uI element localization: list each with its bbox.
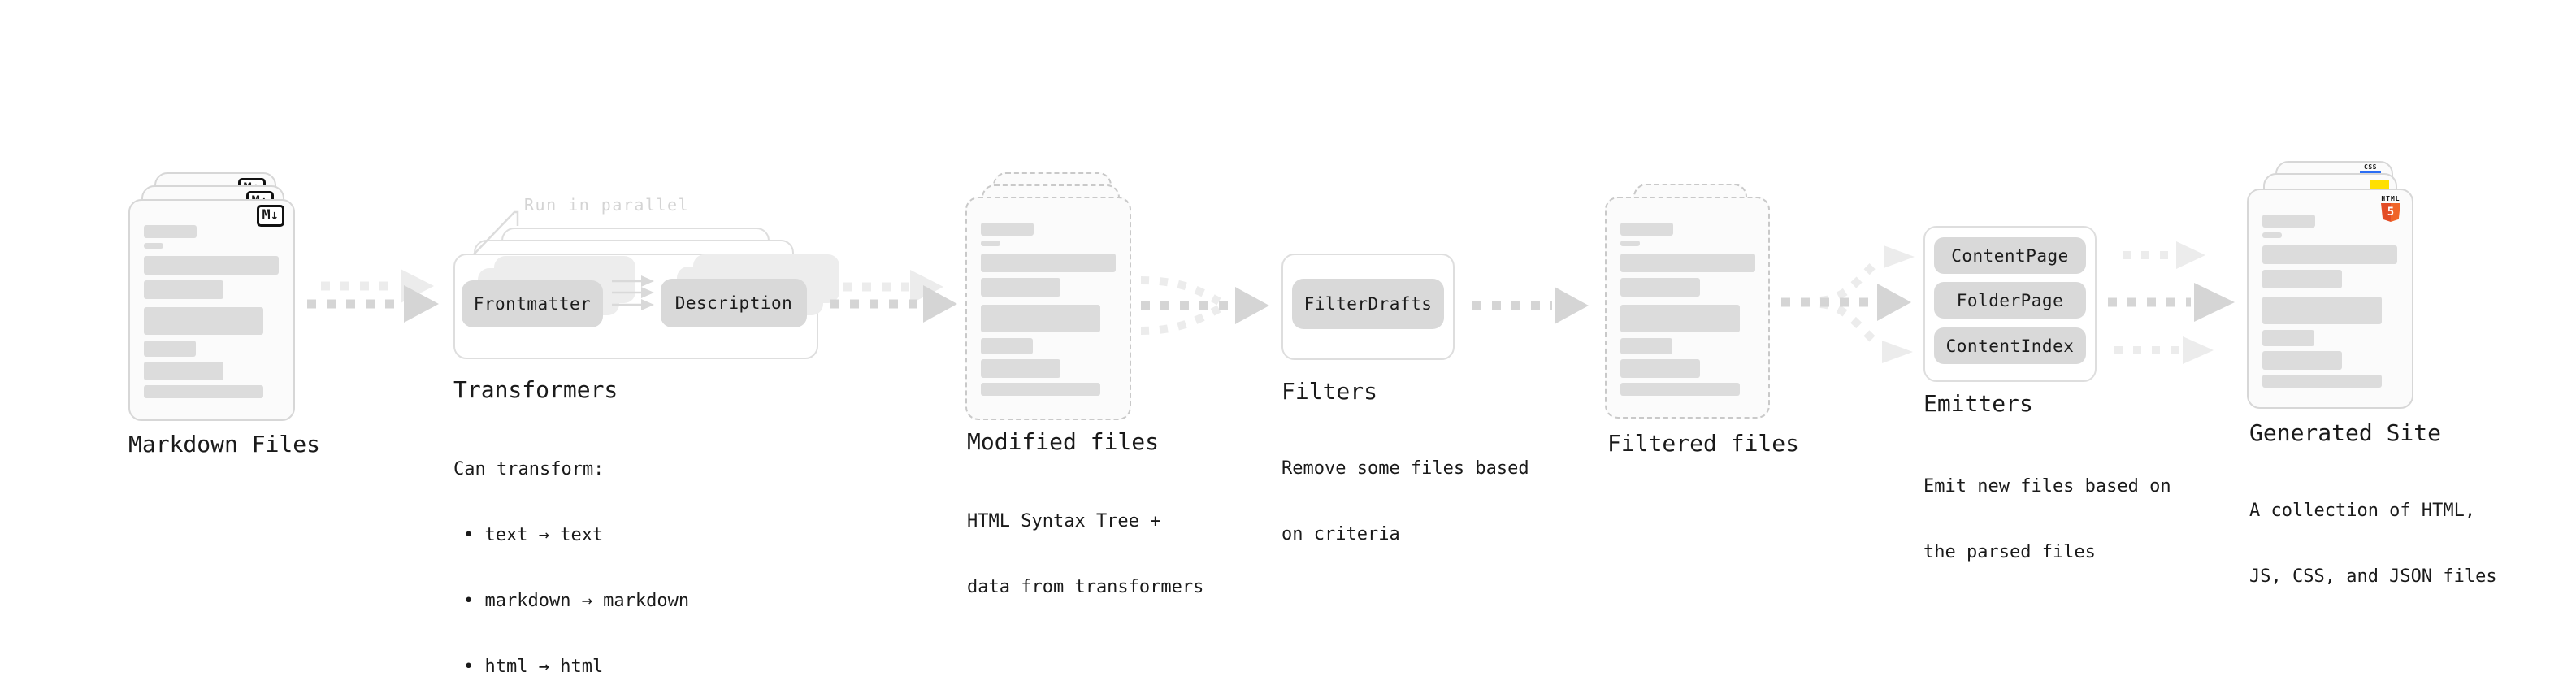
html5-icon: HTML 5 [2380,195,2401,222]
transformers-description: Can transform: • text → text • markdown … [453,414,689,681]
text-placeholder-bar [144,307,263,335]
text-placeholder-bar [981,254,1116,272]
emitters-description: Emit new files based on the parsed files [1923,432,2171,607]
filterdrafts-node: FilterDrafts [1292,279,1444,329]
transformers-desc-heading: Can transform: [453,459,605,479]
transformers-title: Transformers [453,376,618,403]
frontmatter-node-label: Frontmatter [473,294,592,314]
folderpage-node: FolderPage [1934,282,2086,319]
markdown-file-card: M↓ [128,199,295,421]
text-placeholder-bar [144,256,279,275]
generated-desc-line: JS, CSS, and JSON files [2249,566,2497,587]
text-placeholder-bar [981,305,1100,332]
text-placeholder-bar [981,278,1060,297]
text-placeholder-bar [2262,245,2397,264]
contentpage-node: ContentPage [1934,237,2086,274]
text-placeholder-bar [2262,330,2314,346]
filters-desc-line: on criteria [1281,524,1400,544]
filters-description: Remove some files based on criteria [1281,414,1529,589]
text-placeholder-bar [144,385,263,398]
filters-desc-line: Remove some files based [1281,458,1529,479]
modified-files-title: Modified files [967,428,1160,455]
folderpage-node-label: FolderPage [1956,290,2064,310]
transformers-bullet: • html → html [463,657,604,677]
text-placeholder-bar [1620,359,1700,378]
transformers-bullet: • text → text [463,525,604,545]
text-placeholder-bar [1620,254,1755,272]
html5-icon-shield: 5 [2381,203,2400,222]
filters-title: Filters [1281,378,1378,405]
js-file-icon [2370,180,2389,190]
description-node: Description [661,279,807,327]
css-icon-label: CSS [2364,163,2377,171]
generated-site-title: Generated Site [2249,419,2442,446]
text-placeholder-bar [144,362,223,380]
markdown-files-title: Markdown Files [128,431,321,458]
text-placeholder-bar [1620,223,1673,236]
html5-icon-label: HTML [2381,195,2400,202]
frontmatter-node: Frontmatter [462,280,603,327]
modified-file-card [965,197,1131,420]
transformers-bullet: • markdown → markdown [463,591,690,611]
text-placeholder-bar [2262,215,2315,228]
text-placeholder-bar [1620,278,1700,297]
generated-html-card: HTML 5 [2247,189,2413,409]
modified-desc-line: data from transformers [967,577,1204,597]
generated-site-description: A collection of HTML, JS, CSS, and JSON … [2249,456,2497,631]
text-placeholder-bar [2262,297,2382,324]
text-placeholder-bar [2262,270,2342,288]
arrow-markdown-to-transformers [307,269,439,323]
text-placeholder-bar [1620,305,1740,332]
text-placeholder-bar [2262,351,2342,370]
text-placeholder-bar [981,383,1100,396]
text-placeholder-bar [981,223,1034,236]
contentpage-node-label: ContentPage [1951,245,2069,266]
filtered-file-card [1605,197,1770,419]
filtered-files-title: Filtered files [1607,430,1800,457]
text-placeholder-bar [981,241,1000,246]
arrow-modified-to-filters [1140,276,1269,335]
text-placeholder-bar [2262,232,2282,238]
generated-desc-line: A collection of HTML, [2249,501,2476,521]
text-placeholder-bar [1620,338,1672,354]
modified-files-description: HTML Syntax Tree + data from transformer… [967,466,1203,642]
arrow-emitters-to-generated [2108,241,2235,364]
text-placeholder-bar [1620,241,1640,246]
contentindex-node-label: ContentIndex [1945,336,2075,356]
description-node-label: Description [674,293,793,313]
arrow-filtered-to-emitters [1781,245,1915,363]
filterdrafts-node-label: FilterDrafts [1303,294,1433,314]
text-placeholder-bar [144,225,197,238]
text-placeholder-bar [981,338,1033,354]
arrow-transformers-to-modified [830,270,957,323]
modified-desc-line: HTML Syntax Tree + [967,511,1161,531]
contentindex-node: ContentIndex [1934,327,2086,364]
markdown-icon: M↓ [256,205,284,227]
emitters-desc-line: Emit new files based on [1923,476,2171,497]
text-placeholder-bar [981,359,1060,378]
arrow-filters-to-filtered [1472,287,1589,324]
text-placeholder-bar [144,280,223,299]
run-in-parallel-annotation: Run in parallel [524,195,690,215]
emitters-desc-line: the parsed files [1923,542,2096,562]
text-placeholder-bar [2262,375,2382,388]
emitters-title: Emitters [1923,390,2033,417]
text-placeholder-bar [144,340,196,357]
text-placeholder-bar [144,243,163,249]
text-placeholder-bar [1620,383,1740,396]
